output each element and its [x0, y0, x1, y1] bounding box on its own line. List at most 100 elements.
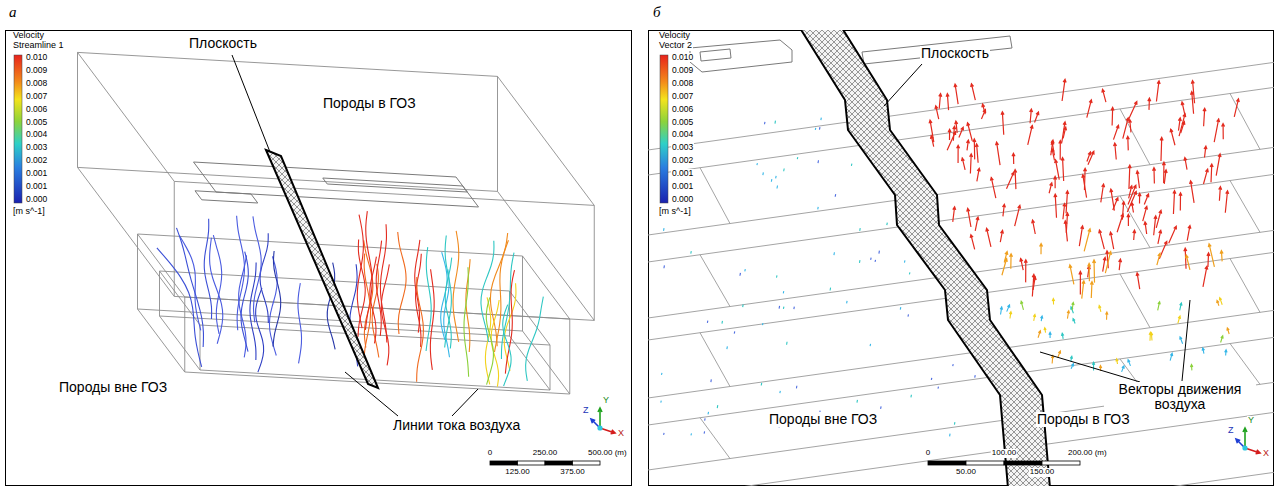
legend-unit: [m s^-1] — [658, 207, 692, 217]
air-streamline — [298, 283, 302, 363]
air-vector — [1015, 205, 1021, 226]
air-vector-small — [663, 265, 665, 268]
air-vector-small — [776, 275, 778, 277]
legend-tick: 0.000 — [25, 195, 48, 204]
legend-tick: 0.003 — [671, 143, 694, 152]
air-vector-small — [779, 391, 781, 393]
air-vector — [973, 139, 976, 159]
leader-line — [1182, 300, 1190, 381]
air-streamline — [376, 241, 381, 336]
air-vector — [1033, 277, 1036, 290]
air-vector — [1040, 244, 1043, 255]
legend-tick: 0.004 — [25, 130, 48, 139]
legend-subtitle: Streamline 1 — [12, 41, 65, 51]
region-label: Породы в ГОЗ — [1036, 412, 1131, 427]
air-vector — [1063, 127, 1066, 138]
air-vector — [1049, 332, 1052, 338]
air-vector — [1069, 265, 1074, 285]
air-vector — [1126, 136, 1129, 150]
air-vector — [1088, 263, 1091, 281]
air-vector — [1184, 158, 1187, 170]
air-vector — [1111, 107, 1114, 125]
air-vector — [1035, 112, 1039, 123]
air-vector — [1054, 194, 1057, 218]
air-vector — [1220, 251, 1223, 262]
air-vector — [1216, 154, 1221, 176]
air-vector-small — [775, 176, 777, 179]
legend-tick: 0.009 — [671, 66, 694, 75]
callout-label: Плоскость — [920, 46, 990, 61]
legend-tick: 0.001 — [671, 169, 694, 178]
air-vector — [1225, 350, 1227, 356]
air-vector-small — [663, 433, 665, 435]
scale-label: 150.00 — [1029, 468, 1055, 477]
air-vector — [970, 154, 973, 174]
legend-tick: 0.007 — [25, 92, 48, 101]
legend-tick: 0.000 — [671, 195, 694, 204]
air-streamline — [445, 258, 452, 349]
legend-tick: 0.007 — [671, 92, 694, 101]
air-vector-small — [909, 272, 911, 274]
air-vector — [1061, 333, 1063, 339]
air-streamline — [381, 264, 389, 365]
air-vector — [1221, 336, 1224, 343]
air-vector-small — [690, 251, 692, 253]
air-vector — [966, 140, 969, 150]
air-vector — [1033, 314, 1035, 320]
air-vector — [970, 235, 975, 250]
air-vector-small — [900, 307, 902, 309]
air-vector — [1202, 348, 1204, 354]
air-vector-small — [870, 258, 872, 260]
air-vector-small — [783, 307, 785, 309]
air-streamline — [453, 231, 459, 342]
air-vector-small — [904, 260, 906, 262]
air-vector — [1073, 319, 1075, 324]
air-vector — [1128, 185, 1136, 204]
air-vector — [1160, 137, 1163, 161]
air-vector-small — [793, 307, 795, 310]
air-streamline — [157, 248, 202, 367]
air-vector-small — [779, 306, 781, 309]
pit-outline — [195, 191, 258, 203]
air-vector-small — [819, 127, 821, 130]
air-vector — [1190, 365, 1192, 371]
air-vector-small — [710, 379, 712, 382]
air-streamline — [179, 236, 200, 331]
air-vector — [1071, 364, 1073, 369]
air-vector-small — [870, 344, 872, 346]
scale-segment — [545, 461, 573, 465]
air-vector — [1051, 142, 1054, 156]
air-vector — [935, 106, 939, 119]
air-vector — [1102, 89, 1106, 102]
air-vector — [1207, 253, 1210, 267]
air-vector — [1143, 206, 1148, 221]
air-vector-small — [786, 342, 788, 345]
scale-segment — [928, 461, 966, 465]
rock-block — [138, 234, 570, 394]
air-vector — [967, 123, 972, 141]
air-vector — [1128, 165, 1131, 189]
air-vector-small — [756, 163, 758, 165]
air-vector-small — [761, 383, 763, 386]
air-vector — [1136, 171, 1139, 188]
air-vector-small — [859, 260, 861, 263]
air-vector — [1000, 230, 1003, 242]
axis-triad — [591, 408, 615, 434]
legend-tick: 0.010 — [25, 53, 48, 62]
air-vector-small — [937, 387, 939, 389]
air-vector — [1106, 312, 1108, 320]
air-streamline — [357, 215, 363, 329]
air-vector-small — [874, 260, 876, 262]
air-vector — [1203, 108, 1206, 126]
air-streamline — [430, 269, 434, 370]
air-vector — [1214, 119, 1219, 142]
air-vector — [1144, 222, 1147, 234]
air-vector-small — [880, 406, 882, 408]
air-streamline — [503, 305, 511, 386]
air-streamline — [486, 297, 493, 384]
air-vector — [1173, 191, 1176, 214]
air-vector — [1070, 356, 1072, 361]
air-streamline — [526, 297, 544, 381]
air-vector-small — [856, 400, 858, 403]
